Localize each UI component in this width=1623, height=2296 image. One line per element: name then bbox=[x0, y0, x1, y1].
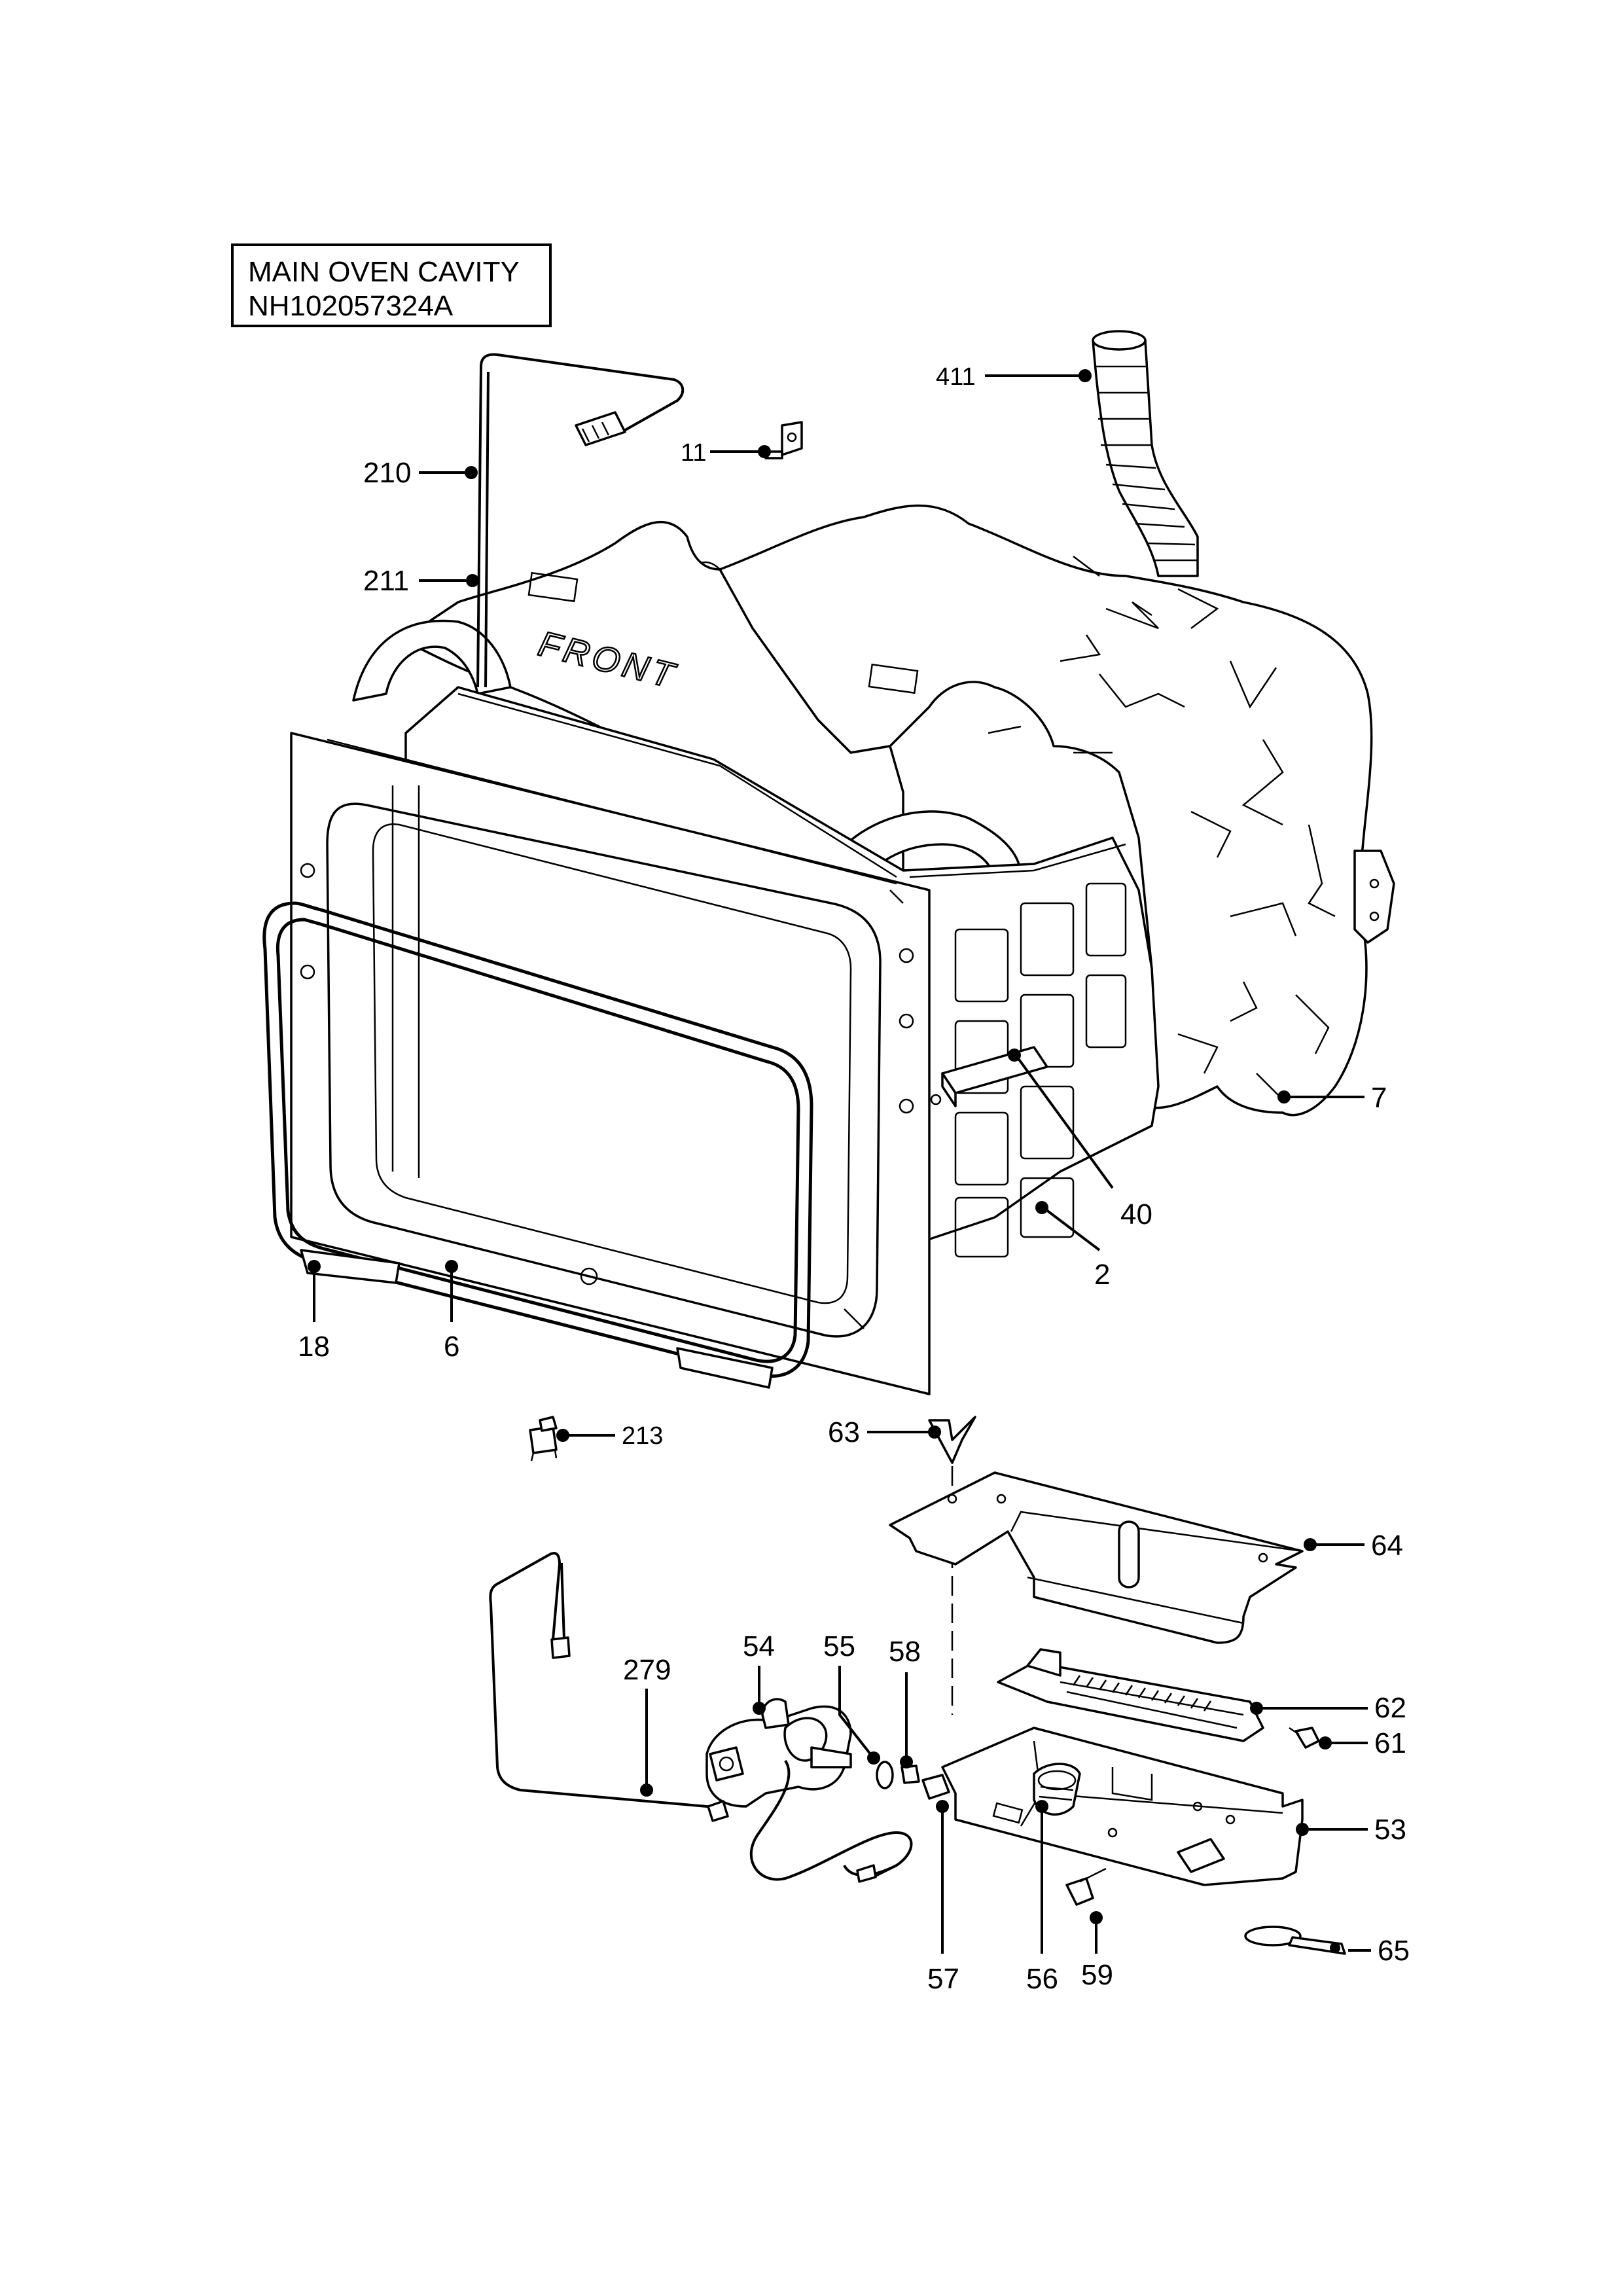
callout-65: 65 bbox=[1330, 1935, 1410, 1967]
callout-6: 6 bbox=[444, 1260, 459, 1363]
callout-label: 62 bbox=[1374, 1692, 1406, 1724]
valve-nut bbox=[901, 1765, 920, 1784]
insulation-blanket bbox=[556, 504, 1395, 1117]
callout-279: 279 bbox=[623, 1654, 671, 1797]
callout-label: 18 bbox=[298, 1331, 330, 1363]
callout-label: 58 bbox=[889, 1636, 921, 1668]
callout-210: 210 bbox=[363, 457, 478, 489]
burner-mounting-tray bbox=[941, 1727, 1304, 1886]
callout-7: 7 bbox=[1277, 1082, 1387, 1114]
callout-213: 213 bbox=[556, 1422, 663, 1450]
callout-label: 211 bbox=[363, 565, 409, 597]
flue-hose bbox=[1092, 330, 1199, 577]
callout-label: 2 bbox=[1094, 1259, 1110, 1291]
front-frame bbox=[290, 732, 931, 1395]
small-bracket bbox=[764, 421, 803, 459]
flame-spreader bbox=[1244, 1926, 1346, 1955]
door-seal-gasket bbox=[262, 901, 813, 1389]
valve-olive bbox=[876, 1761, 894, 1789]
callout-label: 61 bbox=[1374, 1727, 1406, 1759]
callout-59: 59 bbox=[1081, 1911, 1113, 1991]
callout-57: 57 bbox=[927, 1800, 959, 1995]
callout-62: 62 bbox=[1250, 1692, 1406, 1724]
electrode-clip bbox=[1289, 1727, 1320, 1749]
callout-label: 6 bbox=[444, 1331, 459, 1363]
microswitch bbox=[529, 1416, 558, 1462]
callout-label: 56 bbox=[1026, 1963, 1058, 1995]
burner-heat-shield bbox=[889, 1471, 1304, 1644]
callout-63: 63 bbox=[828, 1416, 941, 1448]
injector bbox=[921, 1774, 950, 1800]
callout-40: 40 bbox=[1008, 1049, 1152, 1230]
callout-label: 63 bbox=[828, 1416, 860, 1448]
callout-18: 18 bbox=[298, 1260, 330, 1363]
callout-58: 58 bbox=[889, 1636, 921, 1768]
shelf-support-bracket bbox=[930, 1046, 1048, 1107]
callout-label: 65 bbox=[1378, 1935, 1410, 1967]
callout-label: 7 bbox=[1371, 1082, 1387, 1114]
callout-55: 55 bbox=[823, 1630, 880, 1765]
callout-label: 64 bbox=[1371, 1530, 1403, 1562]
callout-411: 411 bbox=[936, 363, 1092, 391]
callout-label: 213 bbox=[622, 1422, 663, 1450]
callout-64: 64 bbox=[1304, 1530, 1403, 1562]
callout-56: 56 bbox=[1026, 1800, 1058, 1995]
callout-label: 54 bbox=[743, 1630, 775, 1662]
spring-clip bbox=[928, 1416, 976, 1464]
diagram-title: MAIN OVEN CAVITY bbox=[248, 256, 520, 288]
callout-label: 55 bbox=[823, 1630, 855, 1662]
callout-label: 11 bbox=[681, 439, 706, 467]
callout-61: 61 bbox=[1319, 1727, 1406, 1759]
callout-2: 2 bbox=[1035, 1201, 1110, 1291]
callout-label: 279 bbox=[623, 1654, 671, 1686]
gas-control-valve bbox=[705, 1698, 852, 1808]
diagram-part-number: NH102057324A bbox=[248, 290, 454, 322]
ignition-lead bbox=[489, 1552, 729, 1822]
gas-burner bbox=[997, 1648, 1264, 1742]
thermocouple-tube bbox=[476, 353, 685, 688]
cavity-side-ribs bbox=[954, 882, 1127, 1258]
callout-211: 211 bbox=[363, 565, 479, 597]
callout-label: 57 bbox=[927, 1963, 959, 1995]
callout-label: 53 bbox=[1374, 1814, 1406, 1846]
callout-54: 54 bbox=[743, 1630, 775, 1715]
callout-11: 11 bbox=[681, 439, 771, 467]
spark-electrode bbox=[1065, 1867, 1107, 1906]
callout-label: 411 bbox=[936, 363, 976, 391]
callout-label: 59 bbox=[1081, 1959, 1113, 1991]
callout-53: 53 bbox=[1296, 1814, 1406, 1846]
callout-label: 210 bbox=[363, 457, 411, 489]
diagram-title-box: MAIN OVEN CAVITY NH102057324A bbox=[231, 243, 552, 327]
callout-label: 40 bbox=[1120, 1198, 1152, 1230]
